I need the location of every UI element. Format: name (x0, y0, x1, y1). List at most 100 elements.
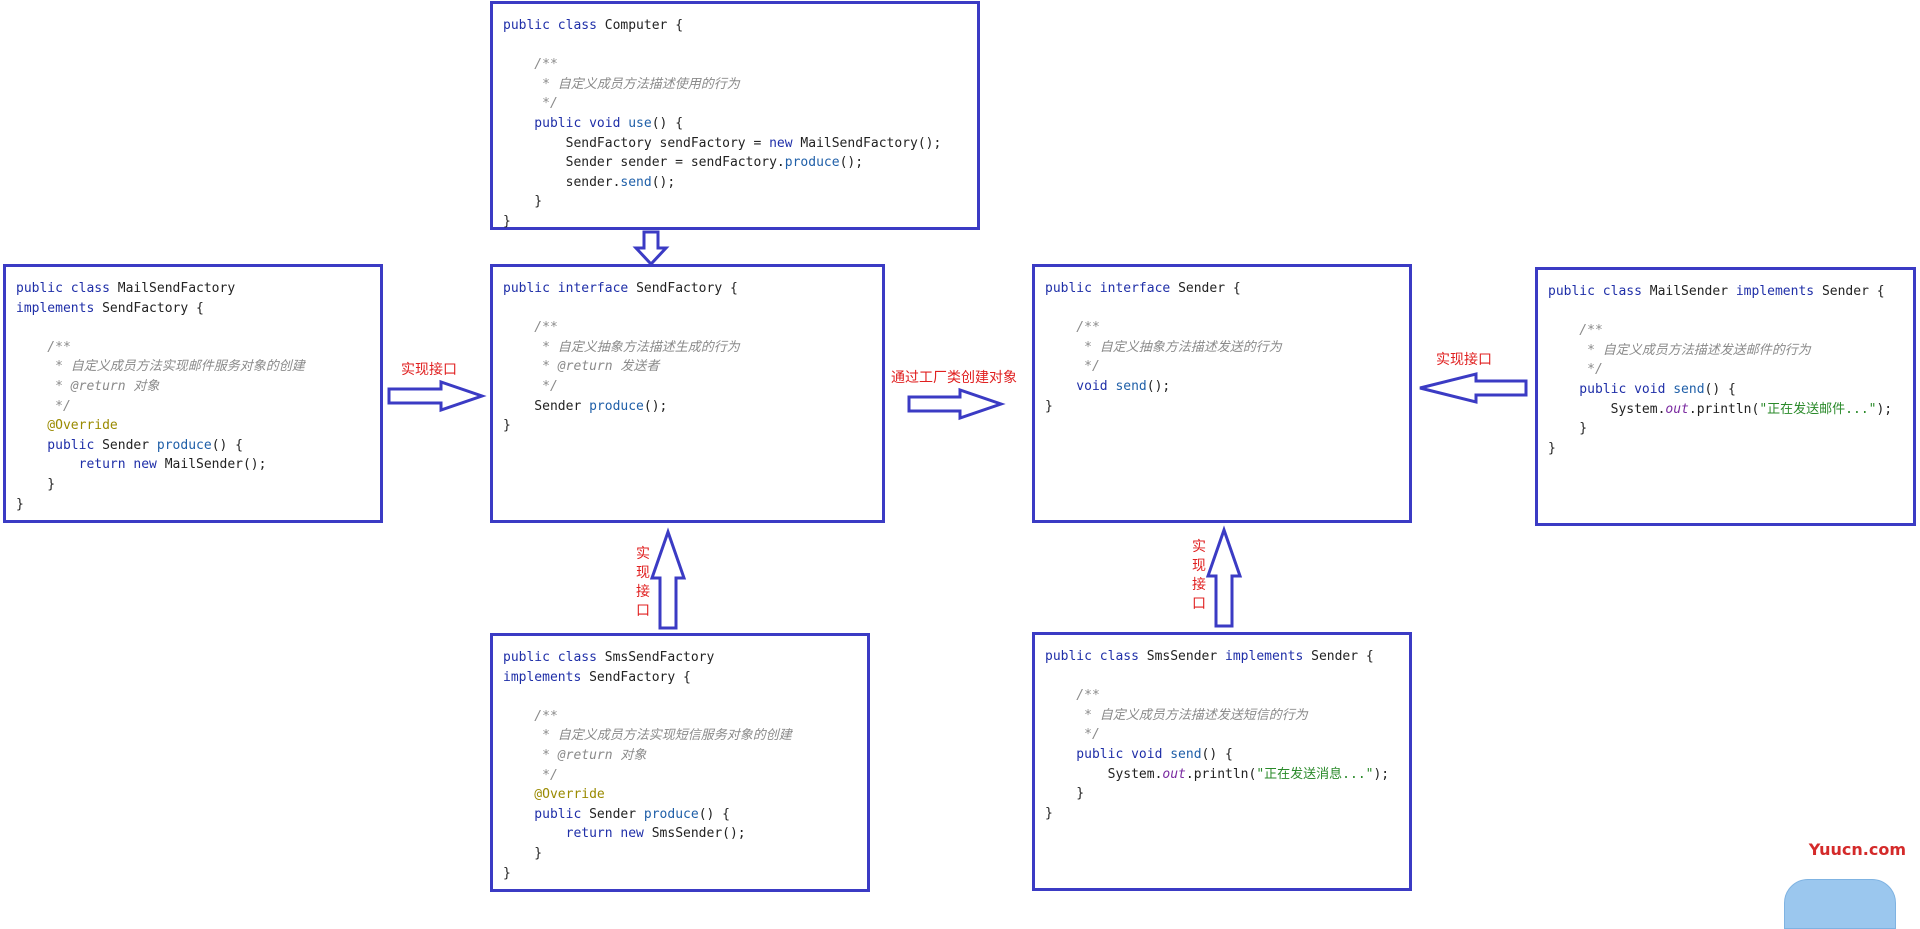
code-line: public Sender produce() { (16, 436, 370, 456)
code-token: } (1045, 398, 1053, 414)
code-line: /** (16, 338, 370, 358)
code-line: /** (503, 55, 967, 75)
code-token: new (769, 135, 801, 151)
code-line (503, 36, 967, 56)
code-token: SendFactory sendFactory = (503, 135, 770, 151)
code-token: (); (651, 174, 676, 190)
code-token: public interface (503, 281, 637, 296)
code-line: public void use() { (503, 114, 967, 134)
code-line: * @return 发送者 (503, 357, 872, 377)
code-token: implements (16, 300, 103, 316)
code-token: /** (503, 708, 558, 724)
computer-class-box: public class Computer { /** * 自定义成员方法描述使… (490, 1, 980, 230)
code-line: * 自定义成员方法描述发送短信的行为 (1045, 706, 1399, 726)
code-line: public void send() { (1548, 380, 1903, 400)
code-line: * 自定义成员方法描述使用的行为 (503, 75, 967, 95)
code-token: /** (1045, 320, 1100, 336)
code-line: */ (503, 94, 967, 114)
code-token: produce (643, 806, 699, 822)
code-token: /** (503, 57, 558, 73)
code-line (503, 687, 857, 707)
code-token: implements (503, 669, 590, 685)
code-token: public interface (1045, 281, 1179, 296)
code-line: /** (1548, 321, 1903, 341)
code-token: ); (1876, 401, 1893, 417)
code-token: "正在发送消息..." (1256, 766, 1374, 782)
code-token: @Override (16, 418, 118, 434)
code-token: } (503, 845, 543, 861)
code-token: .println( (1185, 766, 1257, 782)
code-token: System. (1548, 401, 1666, 417)
code-token: } (1548, 421, 1588, 437)
code-token: public (16, 437, 103, 453)
code-token: SendFactory { (102, 300, 204, 316)
code-token: implements (1225, 649, 1312, 664)
code-line: Sender produce(); (503, 397, 872, 417)
code-token: Sender { (1311, 649, 1374, 664)
code-token: public class (503, 18, 605, 33)
code-line: */ (1045, 725, 1399, 745)
code-line: implements SendFactory { (503, 668, 857, 688)
code-token: MailSendFactory (117, 281, 236, 296)
code-token: return new (503, 826, 652, 842)
arrow-mailsendfactory-to-sendfactory (387, 379, 487, 413)
code-token: () { (1201, 746, 1233, 762)
code-token: public void (503, 115, 629, 131)
smssender-code: public class SmsSender implements Sender… (1035, 635, 1409, 823)
code-token: } (16, 476, 56, 492)
sendfactory-interface-box: public interface SendFactory { /** * 自定义… (490, 264, 885, 523)
code-line: */ (1548, 360, 1903, 380)
code-line: } (1045, 397, 1399, 417)
code-token: * 自定义成员方法实现邮件服务对象的创建 (16, 359, 305, 375)
code-line: * 自定义成员方法描述发送邮件的行为 (1548, 341, 1903, 361)
code-token: } (503, 418, 511, 434)
code-line: Sender sender = sendFactory.produce(); (503, 153, 967, 173)
code-token: void (1045, 378, 1116, 394)
code-line: @Override (503, 785, 857, 805)
code-line: } (503, 864, 857, 884)
code-line: * @return 对象 (16, 377, 370, 397)
corner-badge-graphic (1784, 879, 1896, 929)
arrow-computer-to-sendfactory (632, 230, 670, 267)
code-token: (); (839, 155, 864, 171)
code-token: public class (1045, 649, 1147, 664)
code-token: } (1045, 805, 1053, 821)
code-line: public class Computer { (503, 16, 967, 36)
code-line: * 自定义抽象方法描述发送的行为 (1045, 338, 1399, 358)
code-token: */ (503, 96, 558, 112)
code-line: } (503, 192, 967, 212)
code-token: @Override (503, 787, 605, 803)
code-token: send (1673, 381, 1705, 397)
code-line: public class SmsSender implements Sender… (1045, 647, 1399, 667)
code-line (1548, 302, 1903, 322)
code-token: } (503, 194, 543, 210)
code-token: */ (1045, 359, 1100, 375)
code-line: * 自定义成员方法实现邮件服务对象的创建 (16, 357, 370, 377)
code-line: public void send() { (1045, 745, 1399, 765)
code-token: * 自定义成员方法描述使用的行为 (503, 76, 740, 92)
code-token: */ (503, 378, 558, 394)
code-token: } (1045, 786, 1085, 802)
code-token: out (1162, 766, 1186, 782)
code-token: SendFactory { (636, 281, 738, 296)
code-line: */ (16, 397, 370, 417)
code-line: void send(); (1045, 377, 1399, 397)
code-line: } (1548, 419, 1903, 439)
code-token: produce (156, 437, 212, 453)
code-token: public void (1045, 746, 1171, 762)
code-token: */ (1045, 727, 1100, 743)
code-token: /** (503, 320, 558, 336)
code-token: public class (1548, 284, 1650, 299)
sendfactory-code: public interface SendFactory { /** * 自定义… (493, 267, 882, 436)
code-line: } (16, 475, 370, 495)
code-line: public interface SendFactory { (503, 279, 872, 299)
code-line (1045, 667, 1399, 687)
code-line: * 自定义抽象方法描述生成的行为 (503, 338, 872, 358)
code-line: System.out.println("正在发送邮件..."); (1548, 400, 1903, 420)
code-token: */ (1548, 362, 1603, 378)
code-token: } (503, 213, 511, 229)
